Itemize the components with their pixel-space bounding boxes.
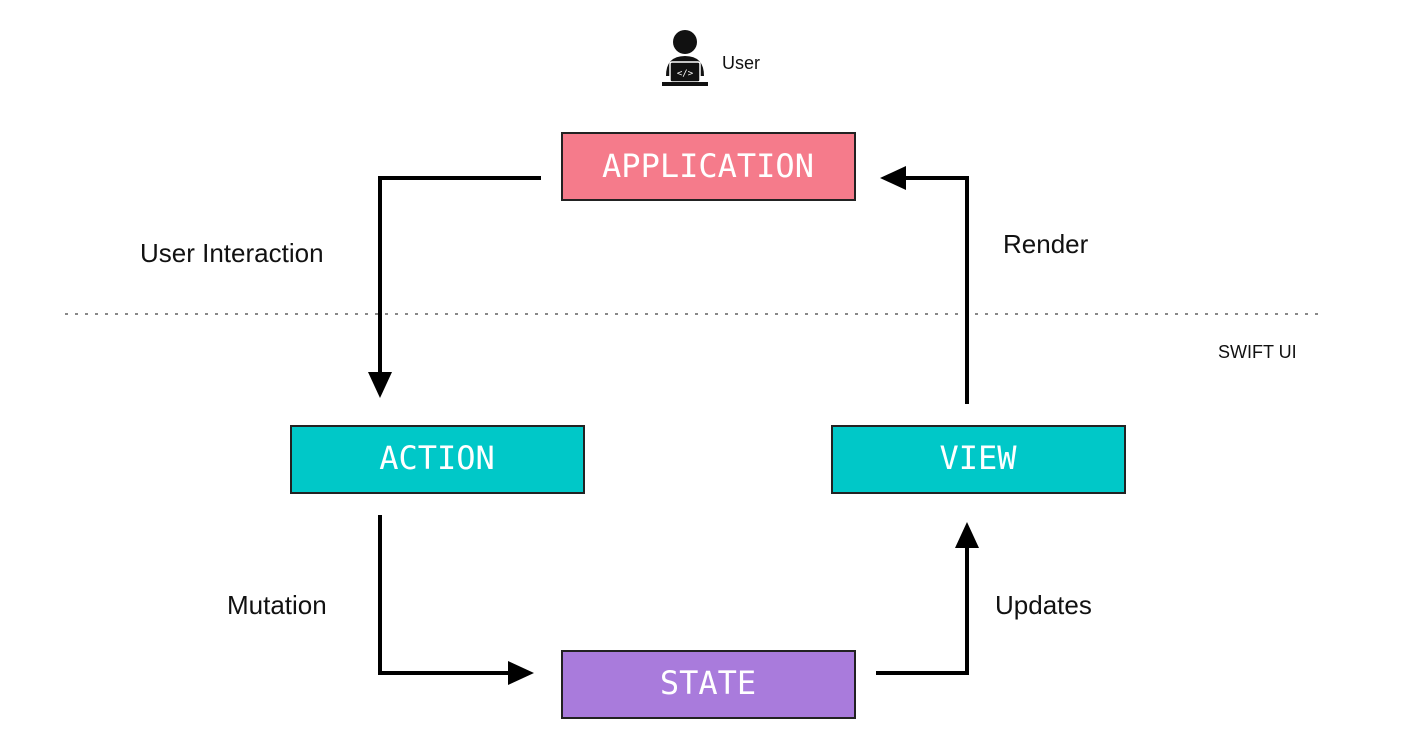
action-node: ACTION <box>290 425 585 494</box>
swiftui-layer-label: SWIFT UI <box>1218 342 1297 362</box>
application-label: APPLICATION <box>602 147 814 185</box>
application-node: APPLICATION <box>561 132 856 201</box>
edge-label-user-interaction: User Interaction <box>140 238 324 268</box>
state-node: STATE <box>561 650 856 719</box>
edge-label-updates: Updates <box>995 590 1092 620</box>
arrowhead-left <box>880 166 906 190</box>
action-box <box>290 425 585 494</box>
user-label: User <box>722 53 760 73</box>
view-label: VIEW <box>939 439 1017 477</box>
edge-user-interaction <box>368 176 541 398</box>
view-box <box>831 425 1126 494</box>
edge-updates <box>876 522 979 675</box>
action-label: ACTION <box>379 439 495 477</box>
arrowhead-down <box>368 372 392 398</box>
edge-render <box>880 166 969 404</box>
edge-label-mutation: Mutation <box>227 590 327 620</box>
state-label: STATE <box>660 664 756 702</box>
edge-label-render: Render <box>1003 229 1089 259</box>
user-laptop-icon: </> <box>662 30 708 86</box>
state-box <box>561 650 856 719</box>
arrowhead-up <box>955 522 979 548</box>
application-box <box>561 132 856 201</box>
view-node: VIEW <box>831 425 1126 494</box>
arrowhead-right <box>508 661 534 685</box>
edge-mutation <box>378 515 534 685</box>
svg-text:</>: </> <box>677 69 694 79</box>
